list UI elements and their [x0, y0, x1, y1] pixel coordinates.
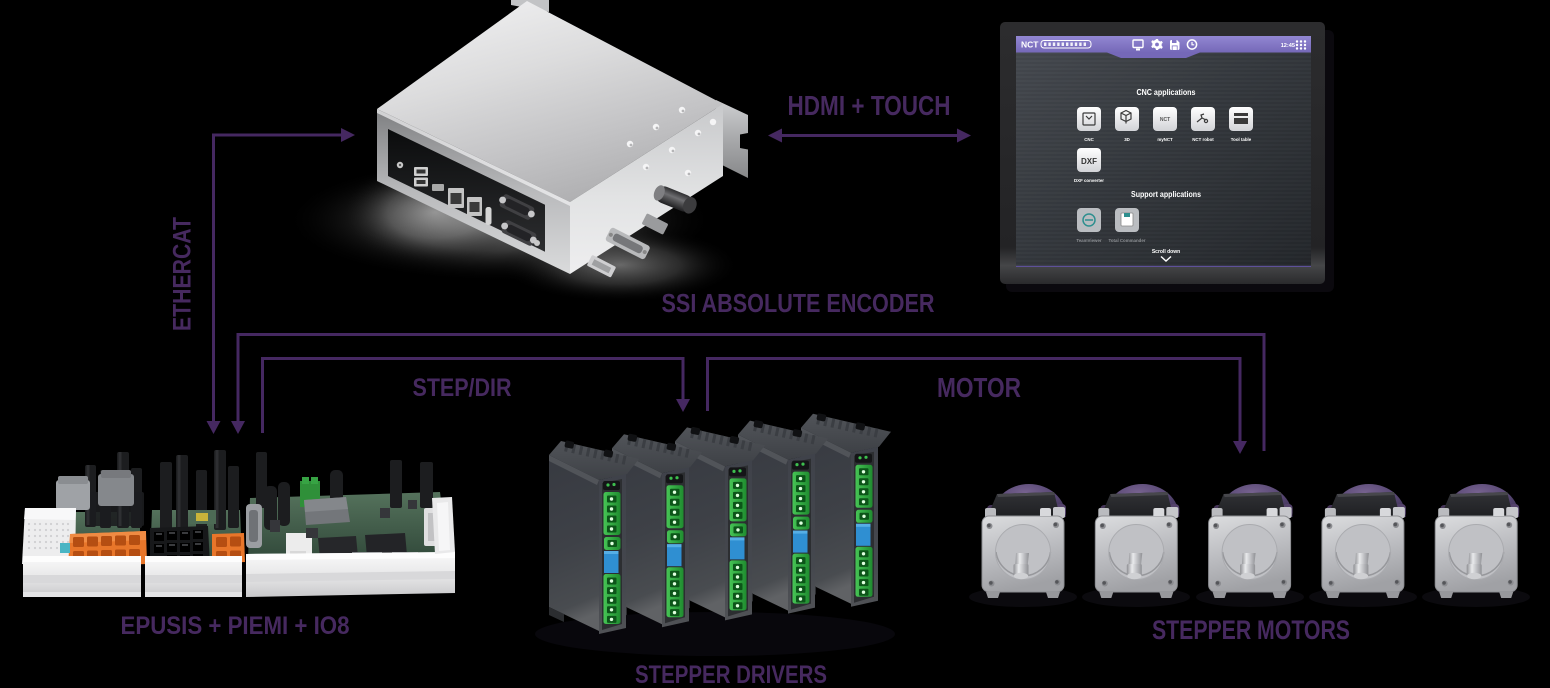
svg-text:Scroll down: Scroll down: [1152, 249, 1180, 255]
svg-text:DXF converter: DXF converter: [1074, 178, 1104, 183]
svg-text:NCT: NCT: [1160, 117, 1170, 123]
svg-text:CNC: CNC: [1084, 137, 1094, 142]
svg-text:NCT robot: NCT robot: [1192, 137, 1214, 142]
svg-text:Total Commander: Total Commander: [1109, 238, 1146, 243]
svg-text:3D: 3D: [1124, 137, 1130, 142]
svg-text:DXF: DXF: [1081, 157, 1097, 166]
svg-text:HDMI + TOUCH: HDMI + TOUCH: [788, 91, 951, 122]
svg-text:TeamViewer: TeamViewer: [1076, 238, 1102, 243]
svg-text:MOTOR: MOTOR: [937, 373, 1021, 404]
svg-text:STEPPER DRIVERS: STEPPER DRIVERS: [635, 660, 827, 688]
svg-text:STEPPER MOTORS: STEPPER MOTORS: [1152, 616, 1350, 646]
svg-text:EPUSIS + PIEMI + IO8: EPUSIS + PIEMI + IO8: [121, 613, 350, 640]
svg-text:CNC applications: CNC applications: [1137, 88, 1196, 97]
svg-text:ETHERCAT: ETHERCAT: [168, 217, 196, 331]
svg-text:STEP/DIR: STEP/DIR: [413, 373, 512, 401]
svg-text:12:45: 12:45: [1281, 43, 1295, 49]
svg-text:Tool table: Tool table: [1231, 137, 1252, 142]
svg-text:SSI ABSOLUTE ENCODER: SSI ABSOLUTE ENCODER: [662, 290, 935, 318]
svg-text:myNCT: myNCT: [1157, 137, 1173, 142]
svg-text:Support applications: Support applications: [1131, 190, 1201, 199]
svg-text:NCT: NCT: [1021, 40, 1039, 50]
